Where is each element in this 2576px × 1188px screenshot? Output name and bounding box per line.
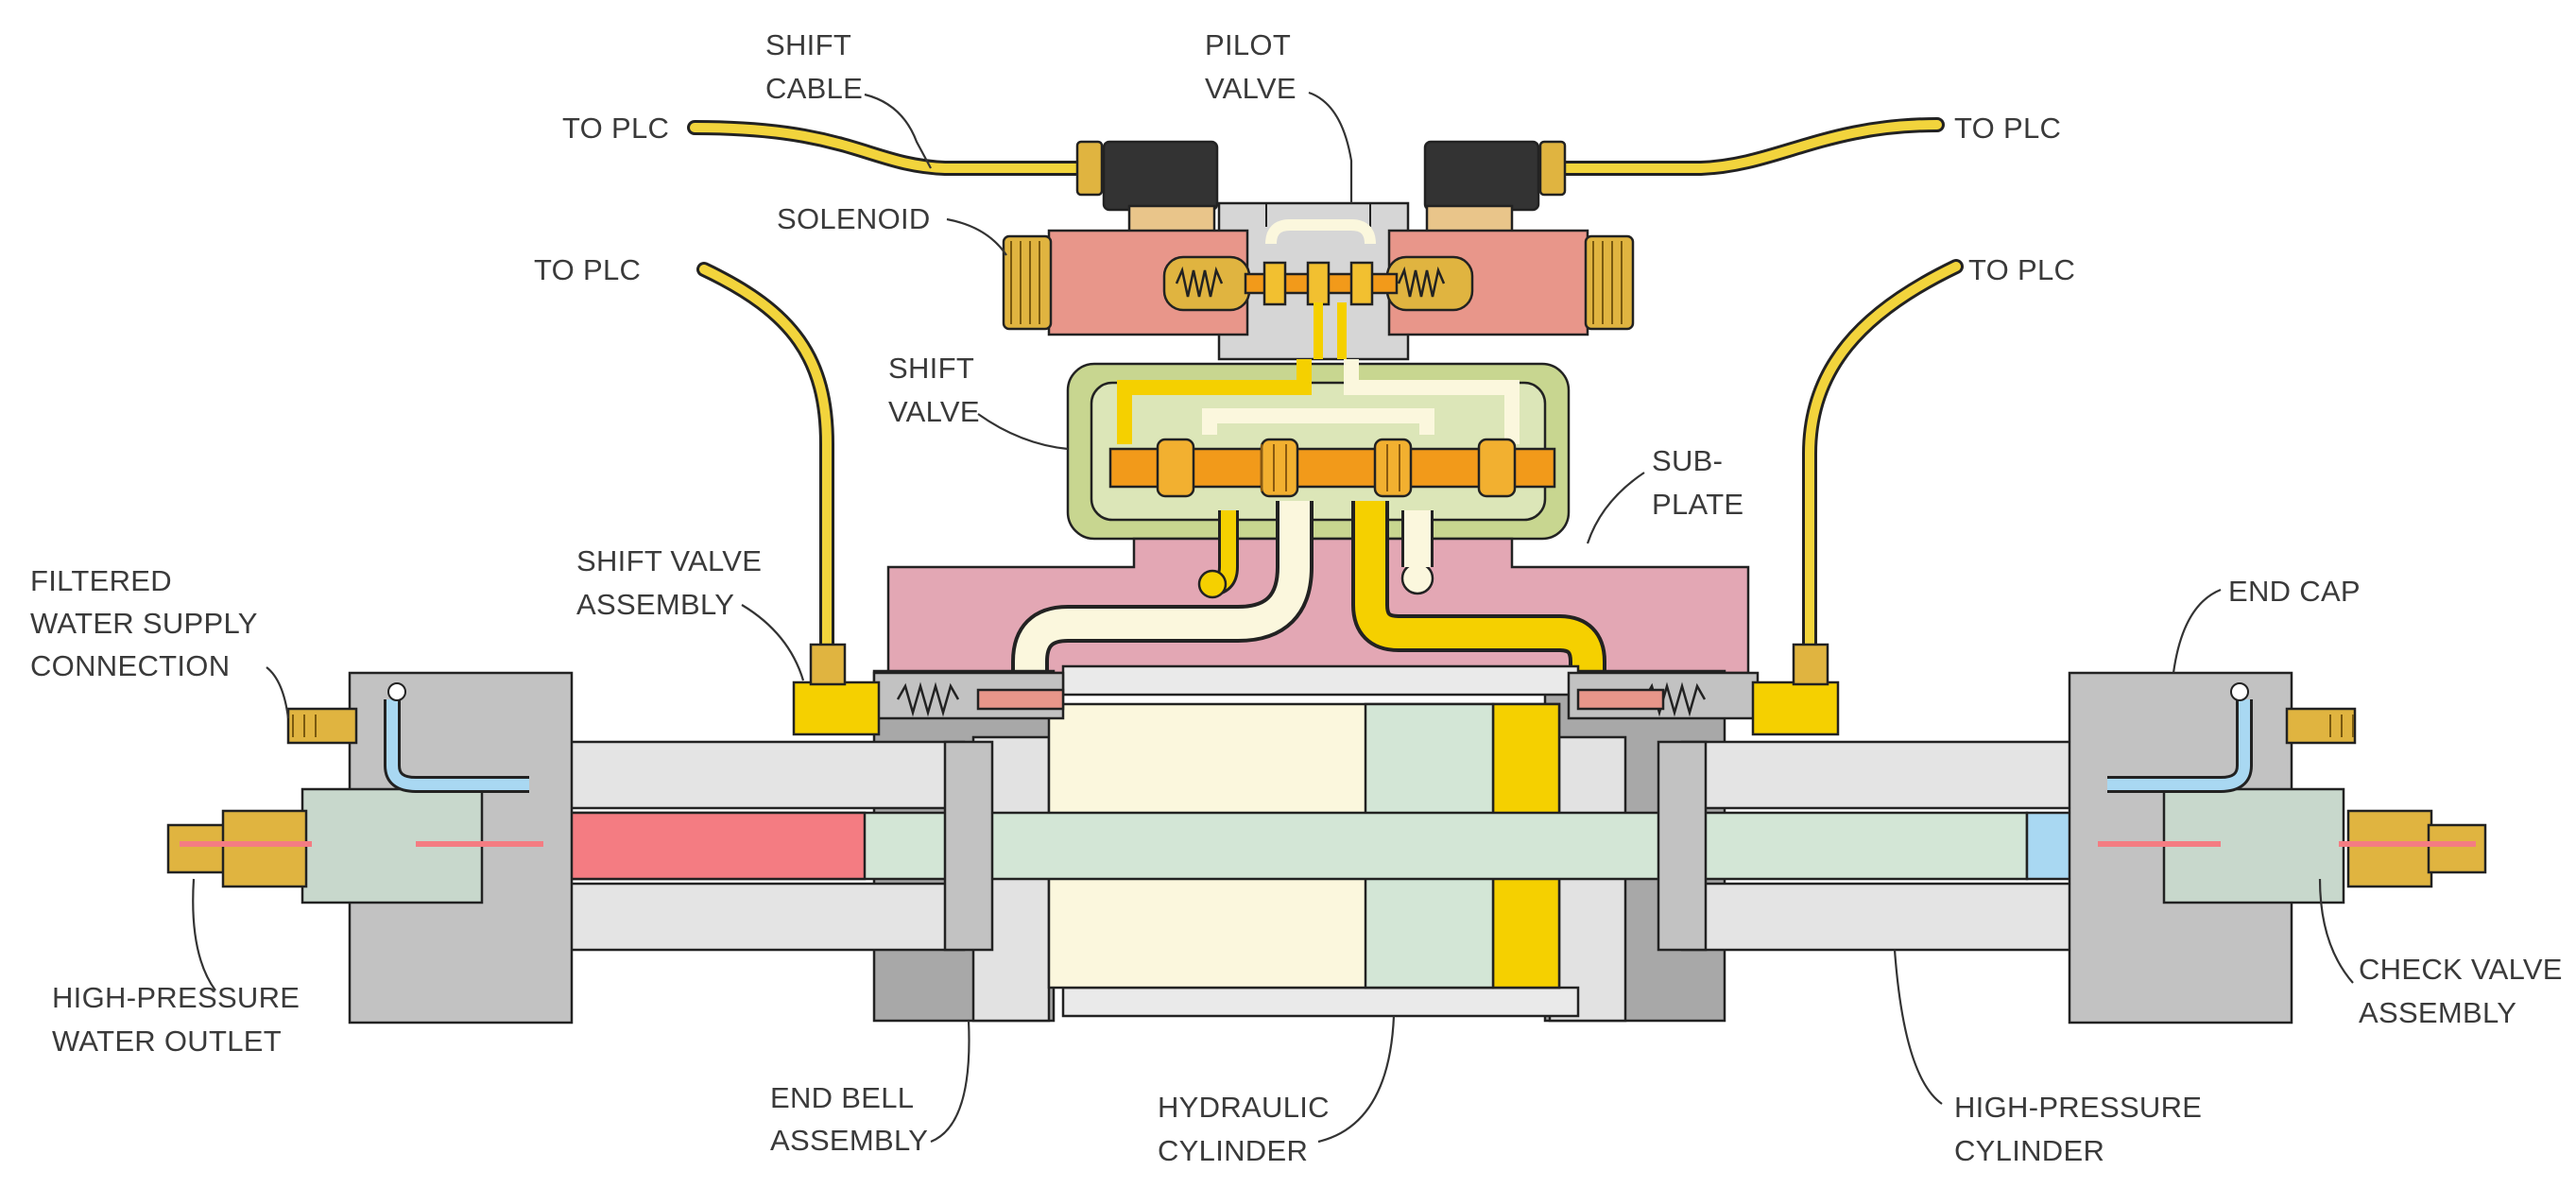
label-end-bell-assembly-1: END BELL xyxy=(770,1081,914,1114)
sub-plate xyxy=(886,501,1750,699)
end-cap-right xyxy=(2068,671,2345,1024)
shift-valve-assembly-right xyxy=(1567,643,1840,736)
cable-nut-left xyxy=(1075,140,1104,197)
label-high-pressure-outlet-2: WATER OUTLET xyxy=(52,1024,282,1058)
label-high-pressure-cylinder-2: CYLINDER xyxy=(1954,1134,2104,1167)
label-shift-valve-assembly-1: SHIFT VALVE xyxy=(576,544,762,577)
label-end-cap: END CAP xyxy=(2228,575,2361,608)
label-hydraulic-cylinder-2: CYLINDER xyxy=(1158,1134,1308,1167)
solenoid-coil-right xyxy=(1423,140,1540,212)
label-shift-valve-assembly-2: ASSEMBLY xyxy=(576,588,734,621)
label-shift-valve-2: VALVE xyxy=(888,395,980,428)
labels: SHIFT CABLE PILOT VALVE TO PLC TO PLC SO… xyxy=(30,28,2563,1167)
label-to-plc-mid-right: TO PLC xyxy=(1968,253,2075,286)
shift-valve xyxy=(1066,359,1571,541)
label-to-plc-top-right: TO PLC xyxy=(1954,112,2061,145)
high-pressure-chamber-left xyxy=(541,811,867,881)
cable-top-left xyxy=(687,120,1094,176)
label-high-pressure-outlet-1: HIGH-PRESSURE xyxy=(52,981,300,1014)
label-sub-plate-1: SUB- xyxy=(1652,444,1723,477)
cable-mid-right xyxy=(1802,259,1964,652)
water-supply-fitting-right xyxy=(2285,707,2357,745)
label-pilot-valve-1: PILOT xyxy=(1205,28,1291,61)
leader-lines xyxy=(192,91,2354,1144)
label-solenoid: SOLENOID xyxy=(777,202,931,235)
label-hydraulic-cylinder-1: HYDRAULIC xyxy=(1158,1091,1330,1124)
water-supply-fitting-left xyxy=(286,707,358,745)
label-check-valve-assembly-1: CHECK VALVE xyxy=(2359,953,2563,986)
high-pressure-cylinder-left xyxy=(499,740,994,952)
shift-valve-assembly-left xyxy=(792,643,1065,736)
label-end-bell-assembly-2: ASSEMBLY xyxy=(770,1124,928,1157)
high-pressure-cylinder-right xyxy=(1657,740,2142,952)
label-to-plc-top-left: TO PLC xyxy=(562,112,669,145)
high-pressure-outlet-fitting xyxy=(166,809,312,888)
pilot-valve-assembly xyxy=(1002,140,1635,361)
label-shift-cable-2: CABLE xyxy=(765,72,863,105)
label-to-plc-mid-left: TO PLC xyxy=(534,253,641,286)
cable-nut-right xyxy=(1538,140,1567,197)
label-filtered-water-2: WATER SUPPLY xyxy=(30,607,258,640)
label-shift-cable-1: SHIFT xyxy=(765,28,851,61)
end-cap-left xyxy=(301,671,574,1024)
label-check-valve-assembly-2: ASSEMBLY xyxy=(2359,996,2516,1029)
check-valve-fitting xyxy=(2339,809,2487,888)
cable-mid-left xyxy=(696,262,834,652)
label-high-pressure-cylinder-1: HIGH-PRESSURE xyxy=(1954,1091,2202,1124)
label-shift-valve-1: SHIFT xyxy=(888,352,974,385)
shift-cables xyxy=(687,117,1964,652)
label-filtered-water-3: CONNECTION xyxy=(30,649,230,682)
label-filtered-water-1: FILTERED xyxy=(30,564,172,597)
label-sub-plate-2: PLATE xyxy=(1652,488,1743,521)
solenoid-coil-left xyxy=(1102,140,1219,212)
cable-top-right xyxy=(1542,117,1945,176)
label-pilot-valve-2: VALVE xyxy=(1205,72,1297,105)
